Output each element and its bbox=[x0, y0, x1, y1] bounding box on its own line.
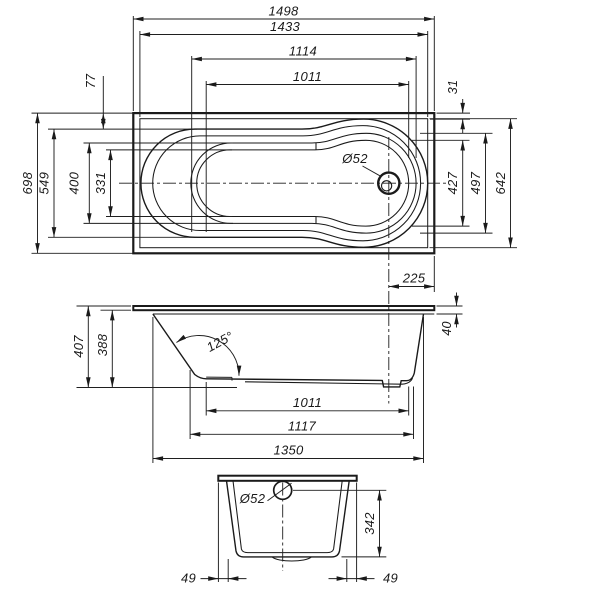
drain-hole bbox=[380, 180, 393, 192]
dim-text-1498: 1498 bbox=[268, 4, 299, 19]
dim-text-77: 77 bbox=[84, 73, 98, 88]
dim-text-1433: 1433 bbox=[270, 19, 301, 34]
end-view: Ø52 342 49 49 bbox=[181, 474, 398, 586]
dim-text-31: 31 bbox=[446, 80, 460, 95]
dim-bowl-width: 549 bbox=[37, 128, 197, 238]
bowl-outline-outer bbox=[140, 118, 429, 249]
dim-rim-drop: 40 bbox=[436, 292, 463, 336]
bowl-bottom-outer bbox=[190, 132, 417, 234]
dim-text-407: 407 bbox=[71, 335, 86, 358]
dim-text-427: 427 bbox=[445, 171, 460, 194]
drain-pocket-bump bbox=[271, 556, 312, 562]
dim-drain-height: 342 bbox=[293, 489, 387, 558]
dim-text-497: 497 bbox=[468, 171, 483, 194]
bowl-outline-rim-fillet bbox=[152, 125, 422, 242]
dim-text-388: 388 bbox=[95, 333, 110, 356]
dim-text-331: 331 bbox=[93, 172, 108, 195]
dim-drain-offset: 225 bbox=[388, 256, 435, 292]
dim-text-40: 40 bbox=[440, 321, 454, 336]
dim-text-49-right: 49 bbox=[383, 571, 398, 586]
dim-bulge-inner-width: 427 bbox=[412, 139, 470, 227]
dim-text-642: 642 bbox=[493, 171, 508, 194]
dim-shell-height: 388 bbox=[95, 309, 131, 388]
dim-text-49-left: 49 bbox=[181, 571, 196, 586]
dim-text-1011-side: 1011 bbox=[293, 395, 322, 410]
dim-backrest-angle: 125° bbox=[176, 328, 242, 376]
shell-profile bbox=[152, 313, 425, 388]
dim-text-698: 698 bbox=[20, 171, 35, 194]
dim-bowl-inner-width: 331 bbox=[93, 149, 232, 217]
seat-edge-line bbox=[206, 376, 233, 381]
bowl-bottom-inner bbox=[196, 139, 410, 227]
dim-overall-length: 1498 bbox=[132, 4, 435, 111]
end-shell-inner bbox=[232, 480, 343, 554]
drain-leader bbox=[267, 482, 292, 502]
dim-text-225: 225 bbox=[402, 271, 426, 286]
dim-total-height: 407 bbox=[71, 305, 237, 388]
dim-text-drain-dia-end: Ø52 bbox=[239, 491, 266, 506]
dim-rim-inner-length: 1433 bbox=[139, 19, 429, 117]
dim-text-342: 342 bbox=[362, 512, 377, 535]
label-drain-diameter-top: Ø52 bbox=[341, 151, 382, 177]
drain-end: Ø52 bbox=[239, 480, 293, 506]
top-view: 1498 1433 1114 1011 77 31 bbox=[20, 4, 517, 404]
dim-text-1350: 1350 bbox=[273, 443, 304, 458]
side-view: 407 388 40 125° 1011 1117 bbox=[71, 292, 463, 463]
dim-bowl-bottom-length: 1011 bbox=[205, 69, 410, 232]
dim-bowl-mid-width: 400 bbox=[67, 142, 233, 224]
dim-bottom-length: 1011 bbox=[205, 382, 410, 416]
dim-inset-left: 49 bbox=[181, 482, 247, 586]
dim-text-1011-top: 1011 bbox=[293, 69, 322, 84]
dim-head-offset: 77 bbox=[84, 73, 106, 130]
dim-overall-width: 698 bbox=[20, 112, 133, 254]
dim-text-400: 400 bbox=[67, 171, 82, 194]
dim-base-length: 1117 bbox=[189, 370, 414, 439]
dim-inset-right: 49 bbox=[328, 482, 398, 586]
dim-text-drain-dia-top: Ø52 bbox=[341, 151, 368, 166]
shell-bottom-outer bbox=[244, 377, 414, 385]
dim-bowl-length: 1114 bbox=[191, 44, 417, 232]
dim-corner-offset: 31 bbox=[430, 80, 470, 134]
rim-end-profile bbox=[217, 474, 358, 482]
bowl-outlines bbox=[140, 118, 429, 249]
dim-text-1117: 1117 bbox=[288, 419, 317, 434]
rim-profile bbox=[132, 305, 436, 312]
dim-bulge-outer-width: 497 bbox=[420, 132, 493, 234]
end-shell-outer bbox=[225, 480, 350, 558]
dim-text-1114: 1114 bbox=[289, 44, 317, 59]
dim-shell-length: 1350 bbox=[152, 317, 424, 463]
dim-rim-inner-width: 642 bbox=[429, 118, 517, 249]
dim-text-549: 549 bbox=[37, 172, 52, 195]
